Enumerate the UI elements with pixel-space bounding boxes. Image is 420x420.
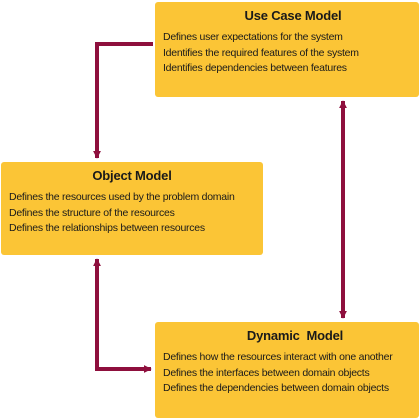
connector-object-to-dynamic (93, 258, 152, 373)
use-case-model-title: Use Case Model (244, 8, 342, 23)
use-case-model-line: Defines user expectations for the system (163, 31, 343, 43)
object-model-lines: Defines the resources used by the proble… (9, 190, 255, 237)
dynamic-model-box: Dynamic Model Defines how the resources … (155, 322, 419, 418)
dynamic-model-line: Defines the dependencies between domain … (163, 382, 389, 394)
dynamic-model-line: Defines how the resources interact with … (163, 351, 393, 363)
use-case-model-lines: Defines user expectations for the system… (163, 30, 411, 77)
dynamic-model-lines: Defines how the resources interact with … (163, 350, 411, 397)
object-model-box: Object Model Defines the resources used … (1, 162, 263, 255)
object-model-title: Object Model (92, 168, 172, 183)
use-case-model-line: Identifies dependencies between features (163, 62, 347, 74)
dynamic-model-line: Defines the interfaces between domain ob… (163, 366, 370, 379)
object-model-line: Defines the resources used by the proble… (9, 191, 235, 203)
use-case-model-box: Use Case Model Defines user expectations… (155, 2, 419, 97)
object-model-line: Defines the structure of the resources (9, 206, 175, 219)
dynamic-model-title: Dynamic Model (246, 328, 344, 343)
use-case-model-line: Identifies the required features of the … (163, 46, 359, 59)
connector-usecase-to-object (93, 42, 153, 159)
object-model-line: Defines the relationships between resour… (9, 222, 205, 234)
